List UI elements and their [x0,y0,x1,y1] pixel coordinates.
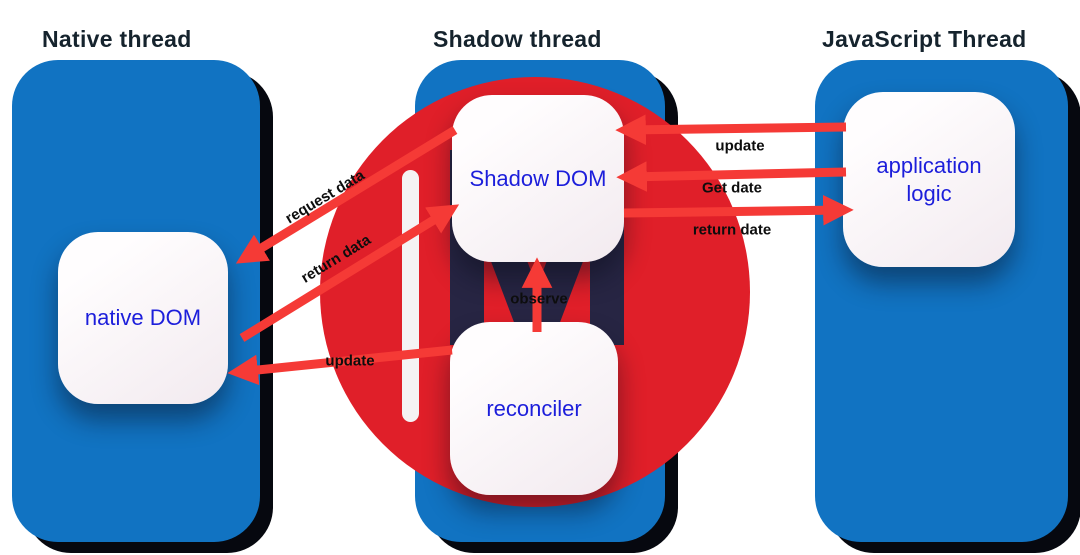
shadow-dom-box: Shadow DOM [452,95,624,262]
arrow-label-update-right: update [715,137,765,155]
application-logic-box: application logic [843,92,1015,267]
column-title-native-thread: Native thread [42,26,192,52]
reconciler-box: reconciler [450,322,618,495]
arrow-label-return-date: return date [692,221,772,239]
native-dom-label: native DOM [84,305,202,331]
column-title-shadow-thread: Shadow thread [433,26,602,52]
arrow-label-observe: observe [510,290,568,308]
arrow-label-get-date: Get date [701,179,763,197]
reconciler-label: reconciler [486,395,582,421]
application-logic-label: application logic [876,153,982,206]
arrow-label-update-left: update [325,352,375,370]
native-dom-box: native DOM [58,232,228,404]
shadow-dom-label: Shadow DOM [469,165,607,191]
column-title-javascript-thread: JavaScript Thread [822,26,1027,52]
vertical-bar-decoration [402,170,419,422]
